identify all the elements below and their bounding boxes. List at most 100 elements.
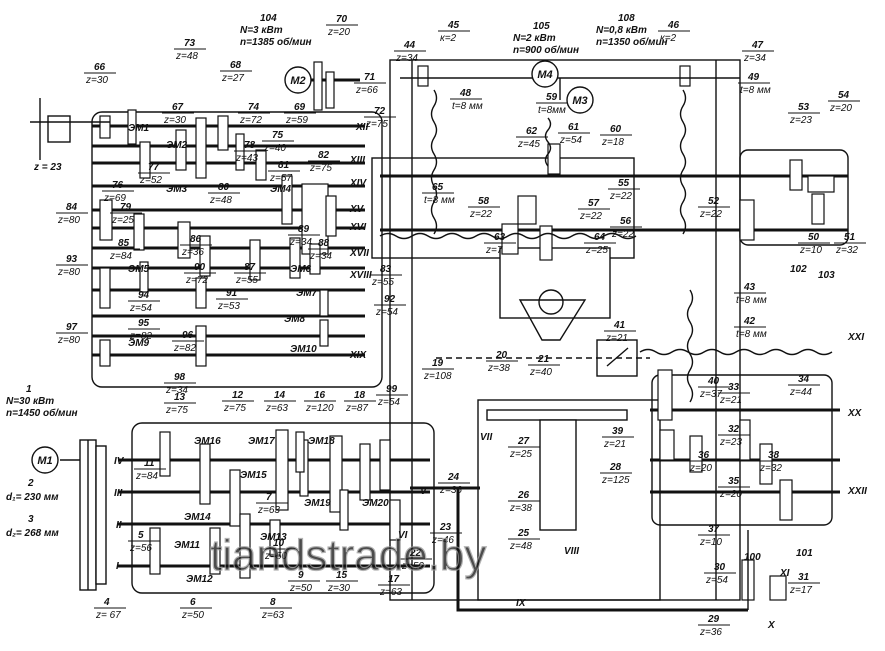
gear-z: z=27 <box>221 73 244 84</box>
gear-ref: 73 <box>184 38 196 49</box>
motor-data-labels: 1 N=30 кВт n=1450 об/мин 2 d₁= 230 мм 3 … <box>6 13 668 539</box>
gear-block <box>325 195 337 237</box>
gear-z: z=30 <box>85 75 108 86</box>
gear-block <box>689 435 703 473</box>
gear-z: z=80 <box>57 335 80 346</box>
gear-label-49: 49t=8 мм <box>738 72 771 96</box>
gear-label-65: 65t=8 мм <box>422 182 455 206</box>
m4-ref: 105 <box>533 21 550 32</box>
gear-ref: 35 <box>728 476 740 487</box>
gear-label-8: 8z=63 <box>260 597 292 621</box>
gear-ref: 33 <box>728 382 740 393</box>
gear-z: z=72 <box>185 275 208 286</box>
gear-z: t=8 мм <box>736 329 767 340</box>
housings <box>91 59 849 601</box>
gear-z: t=8 мм <box>452 101 483 112</box>
gear-label-86: 86z=36 <box>180 234 212 258</box>
gear-label-30: 30z=54 <box>704 562 736 586</box>
gear-label-4: 4z= 67 <box>94 597 126 621</box>
gear-z: z=63 <box>265 403 288 414</box>
shaft-label-VIII: VIII <box>564 546 579 557</box>
gear-ref: 67 <box>172 102 184 113</box>
gear-ref: 29 <box>707 614 720 625</box>
gear-z: z=20 <box>689 463 712 474</box>
gear-ref: 50 <box>808 232 820 243</box>
gear-ref: 38 <box>768 450 780 461</box>
gear-ref: 74 <box>248 102 260 113</box>
gear-block <box>275 429 289 511</box>
motor-m3-body <box>566 86 594 114</box>
gear-label-89: 89z=34 <box>288 224 320 248</box>
gear-ref: 36 <box>698 450 710 461</box>
gear-block <box>769 575 787 601</box>
gear-z: z=38 <box>509 503 532 514</box>
gear-label-45: 45к=2 <box>438 20 470 44</box>
gear-ref: 66 <box>94 62 106 73</box>
gear-label-71: 71z=66 <box>354 72 386 96</box>
gear-block <box>217 115 229 151</box>
gear-ref: 61 <box>568 122 580 133</box>
shaft-ix-line <box>456 488 748 612</box>
gear-label-57: 57z=22 <box>578 198 610 222</box>
gear-z: z=55 <box>235 275 258 286</box>
screw-43 <box>686 289 694 403</box>
clutch-label-ЭМ16: ЭМ16 <box>194 436 221 447</box>
clutch-label-ЭМ4: ЭМ4 <box>270 184 292 195</box>
gear-ref: 70 <box>336 14 348 25</box>
gear-block <box>309 243 321 275</box>
gear-ref: 81 <box>278 160 290 171</box>
gear-label-11: 11z=84 <box>134 458 166 482</box>
gear-block <box>389 499 401 541</box>
gear-label-61: 61z=54 <box>558 122 590 146</box>
gear-ref: 40 <box>707 376 720 387</box>
gear-block <box>99 267 111 309</box>
gear-z: z=52 <box>139 175 162 186</box>
gear-z: z=10 <box>799 245 822 256</box>
gear-label-98: 98z=34 <box>164 372 196 396</box>
main-gearbox-housing <box>131 422 435 594</box>
gear-label-81: 81z=57 <box>268 160 300 184</box>
ref-label-101: 101 <box>796 548 813 559</box>
motor-m4-body <box>531 60 559 88</box>
gear-block <box>319 289 329 317</box>
gear-ref: 23 <box>439 522 452 533</box>
table-column <box>539 419 577 531</box>
gear-z: z=34 <box>309 251 332 262</box>
gear-ref: 9 <box>298 570 304 581</box>
gear-z: z=45 <box>517 139 540 150</box>
shaft-label-X: X <box>767 620 776 631</box>
gear-label-94: 94z=54 <box>128 290 160 314</box>
gear-ref: 65 <box>432 182 444 193</box>
gear-z: z=80 <box>57 215 80 226</box>
gear-label-79: 79z=25 <box>110 202 142 226</box>
gear-z: z=32 <box>835 245 858 256</box>
gear-z: z=125 <box>601 475 630 486</box>
gear-z: z=82 <box>129 331 152 342</box>
gear-label-44: 44z=34 <box>394 40 426 64</box>
gear-label-35: 35z=20 <box>718 476 750 500</box>
gear-block <box>235 133 245 171</box>
gear-label-32: 32z=23 <box>718 424 750 448</box>
gear-z: z=38 <box>487 363 510 374</box>
gear-ref: 83 <box>380 264 392 275</box>
gear-z: z=59 <box>285 115 308 126</box>
gear-label-31: 31z=17 <box>788 572 820 596</box>
gear-ref: 49 <box>747 72 760 83</box>
gear-label-22: 22z=50 <box>400 548 432 572</box>
gear-z: t=8мм <box>538 105 566 116</box>
gear-label-5: 5z=56 <box>128 530 160 554</box>
gear-z: z=22 <box>699 209 722 220</box>
gear-z: z=25 <box>585 245 608 256</box>
gear-ref: 86 <box>190 234 202 245</box>
clutch-label-ЭМ10: ЭМ10 <box>290 344 317 355</box>
m2-power: N=3 кВт <box>240 25 283 36</box>
shaft-label-III: III <box>114 488 123 499</box>
gear-label-17: 17z=63 <box>378 574 410 598</box>
shaft-label-II: II <box>116 520 122 531</box>
feed-box-right-housing <box>651 374 833 526</box>
gear-z: z=54 <box>705 575 728 586</box>
gear-z: z=22 <box>611 229 634 240</box>
gear-ref: 98 <box>174 372 186 383</box>
